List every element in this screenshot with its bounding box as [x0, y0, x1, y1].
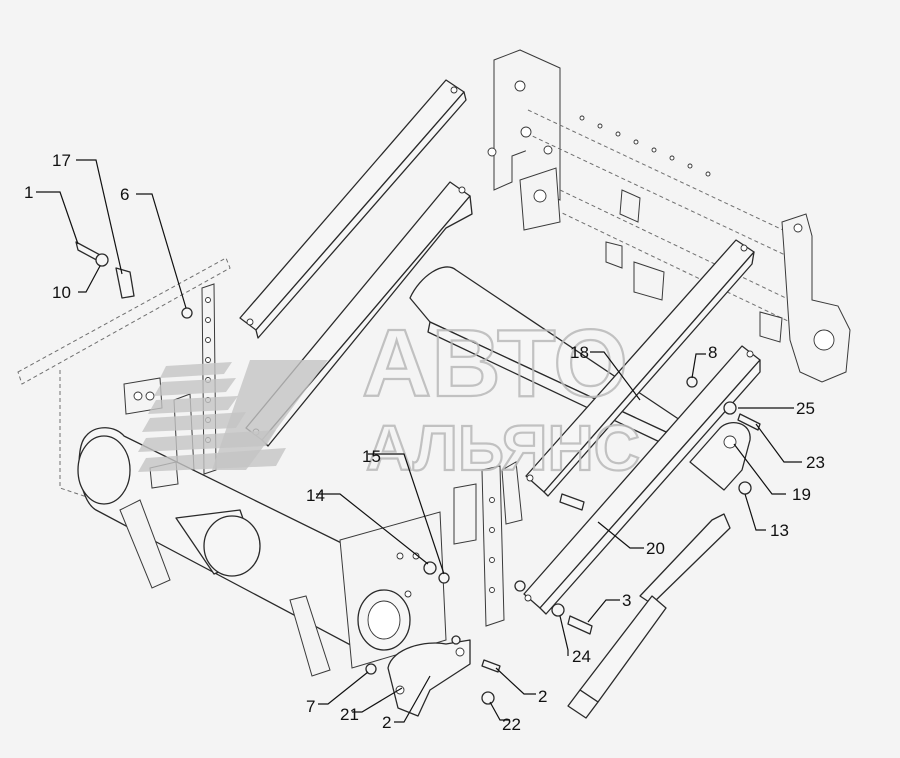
- callout-21: 21: [340, 705, 359, 724]
- callout-22: 22: [502, 715, 521, 734]
- nut-13-icon: [738, 481, 752, 495]
- callout-20: 20: [646, 539, 665, 558]
- main-frame-outline: [17, 257, 523, 677]
- nut-upper-icon: [514, 580, 526, 592]
- washer-10-icon: [95, 253, 109, 267]
- callout-1: 1: [24, 183, 33, 202]
- nut-6-icon: [181, 307, 193, 319]
- bolt-2-icon: [481, 659, 501, 673]
- callout-7: 7: [306, 697, 315, 716]
- callout-2-right: 2: [538, 687, 547, 706]
- watermark-line2: АЛЬЯНС: [366, 412, 640, 484]
- callout-14: 14: [306, 486, 325, 505]
- callout-18: 18: [570, 343, 589, 362]
- callout-15: 15: [362, 447, 381, 466]
- nut-22-icon: [481, 691, 495, 705]
- callout-labels: 1 17 6 10 18 8 25 23 19 13 20 15 14 3 24…: [24, 151, 825, 734]
- watermark-line1: АВТО: [362, 310, 628, 417]
- callout-23: 23: [806, 453, 825, 472]
- bolt-23-icon: [737, 413, 761, 431]
- watermark-logo: [138, 360, 328, 472]
- callout-13: 13: [770, 521, 789, 540]
- callout-2-lower: 2: [382, 713, 391, 732]
- washer-25-icon: [723, 401, 737, 415]
- nut-small-icon: [451, 635, 461, 645]
- clip-17-icon: [115, 267, 135, 299]
- rail-20: [523, 345, 761, 615]
- callout-3: 3: [622, 591, 631, 610]
- nut-14-icon: [423, 561, 437, 575]
- callout-6: 6: [120, 185, 129, 204]
- bolt-upper-icon: [559, 493, 585, 511]
- washer-24-icon: [551, 603, 565, 617]
- rear-frame-outline: [487, 49, 851, 383]
- leader-lines: [36, 159, 802, 723]
- callout-25: 25: [796, 399, 815, 418]
- callout-10: 10: [52, 283, 71, 302]
- watermark: АВТО АЛЬЯНС: [138, 309, 641, 485]
- nut-15-icon: [438, 572, 450, 584]
- bracket-19: [689, 422, 751, 491]
- nut-7-icon: [365, 663, 377, 675]
- callout-24: 24: [572, 647, 591, 666]
- rail-upper-left: [239, 79, 467, 339]
- callout-17: 17: [52, 151, 71, 170]
- rail-right-upper: [525, 239, 755, 497]
- callout-19: 19: [792, 485, 811, 504]
- nut-8-icon: [686, 376, 698, 388]
- callout-8: 8: [708, 343, 717, 362]
- gas-strut: [567, 513, 731, 719]
- bolt-3-icon: [567, 615, 593, 635]
